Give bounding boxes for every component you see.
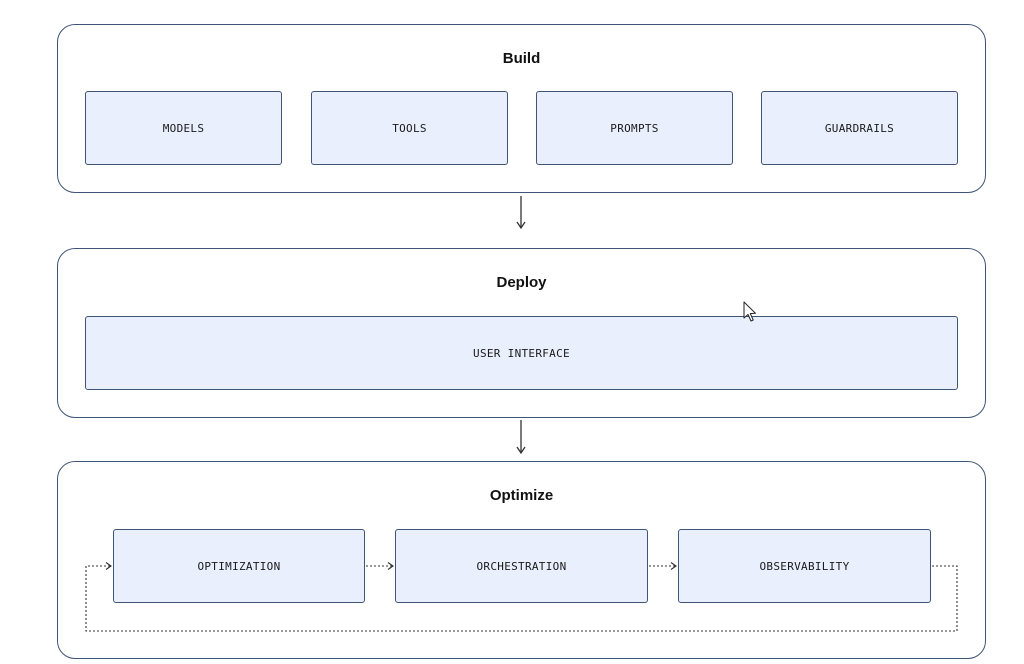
- guardrails-box: GUARDRAILS: [761, 91, 958, 165]
- prompts-box: PROMPTS: [536, 91, 733, 165]
- build-stage-title: Build: [502, 50, 541, 67]
- optimize-stage-title: Optimize: [489, 487, 554, 504]
- observability-box: OBSERVABILITY: [678, 529, 931, 603]
- orchestration-box: ORCHESTRATION: [395, 529, 648, 603]
- tools-box: TOOLS: [311, 91, 508, 165]
- build-to-deploy-arrow: [516, 196, 526, 230]
- user-interface-box: USER INTERFACE: [85, 316, 958, 390]
- deploy-stage-title: Deploy: [496, 274, 547, 291]
- deploy-to-optimize-arrow: [516, 420, 526, 455]
- models-box: MODELS: [85, 91, 282, 165]
- optimization-box: OPTIMIZATION: [113, 529, 365, 603]
